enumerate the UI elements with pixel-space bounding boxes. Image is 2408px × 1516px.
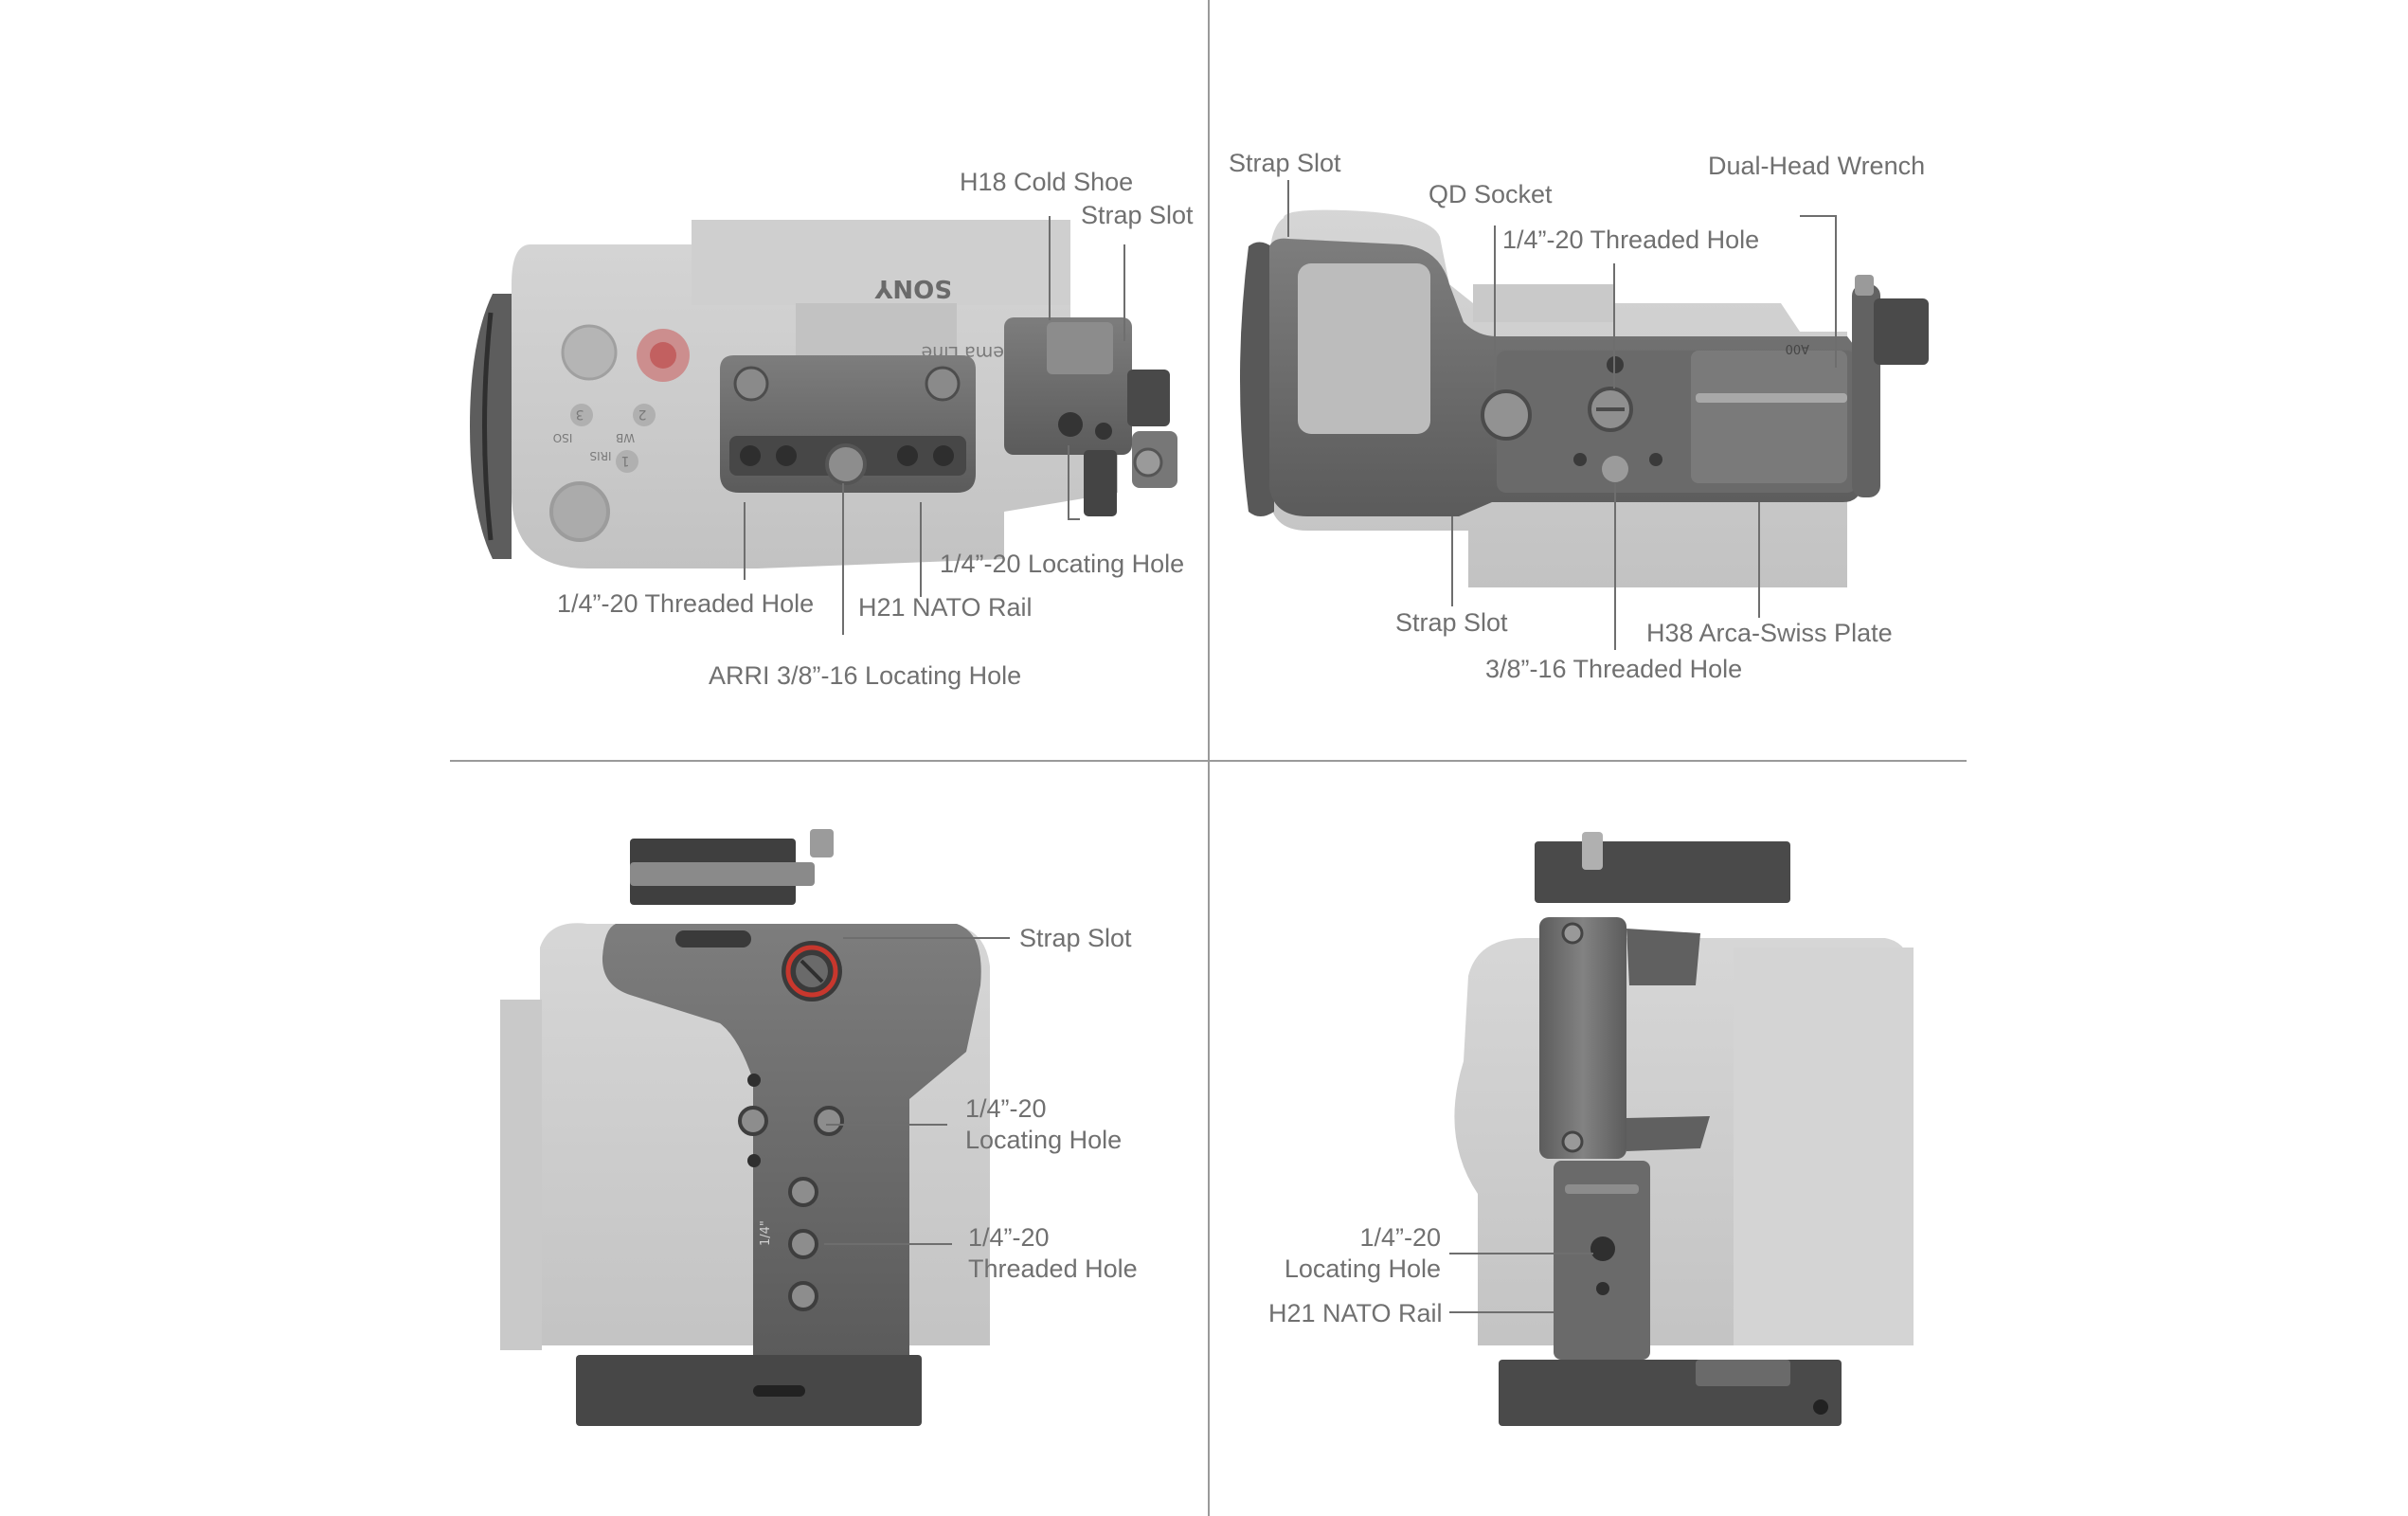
button-2-mark: 2 — [638, 406, 647, 422]
label-locating-hole-right: 1/4”-20 Locating Hole — [1284, 1223, 1441, 1283]
button-1-mark: 1 — [621, 453, 630, 468]
bottom-right-side-view — [1454, 832, 1914, 1426]
label-h18-cold-shoe: H18 Cold Shoe — [960, 168, 1134, 196]
label-nato-rail-right: H21 NATO Rail — [1268, 1299, 1443, 1327]
panel-dividers — [450, 0, 1967, 1516]
label-threaded-hole-side: 1/4”-20 Threaded Hole — [968, 1223, 1138, 1283]
label-threaded-hole-38: 3/8”-16 Threaded Hole — [1485, 655, 1743, 683]
brand-mark: SONY — [873, 274, 952, 302]
bottom-left-grip-side-view: 1/4" — [500, 829, 990, 1426]
iso-mark: ISO — [553, 431, 573, 444]
label-strap-slot-bottom: Strap Slot — [1395, 608, 1508, 637]
leader-lines — [744, 180, 1837, 1313]
label-qd-socket: QD Socket — [1429, 180, 1553, 208]
top-right-camera-bottom-view: A00 — [1240, 209, 1929, 587]
label-arca-swiss-plate: H38 Arca-Swiss Plate — [1646, 619, 1893, 647]
label-dual-head-wrench: Dual-Head Wrench — [1708, 152, 1926, 180]
top-left-camera-top-view: SONY ema Line 3 2 1 WB ISO IRIS — [470, 220, 1177, 568]
wb-mark: WB — [616, 431, 635, 444]
quarter-inch-mark: 1/4" — [759, 1220, 773, 1246]
label-arri-hole: ARRI 3/8”-16 Locating Hole — [709, 661, 1022, 690]
label-strap-slot: Strap Slot — [1081, 201, 1194, 229]
label-threaded-hole: 1/4”-20 Threaded Hole — [557, 589, 815, 618]
label-locating-hole-side: 1/4”-20 Locating Hole — [965, 1094, 1123, 1154]
label-locating-hole: 1/4”-20 Locating Hole — [940, 550, 1185, 578]
label-strap-slot-top: Strap Slot — [1229, 149, 1341, 177]
label-nato-rail: H21 NATO Rail — [858, 593, 1033, 622]
button-3-mark: 3 — [576, 406, 584, 422]
plate-code-mark: A00 — [1786, 341, 1809, 355]
iris-mark: IRIS — [589, 449, 611, 462]
label-strap-slot-side: Strap Slot — [1019, 924, 1132, 952]
label-threaded-hole-top: 1/4”-20 Threaded Hole — [1502, 226, 1760, 254]
